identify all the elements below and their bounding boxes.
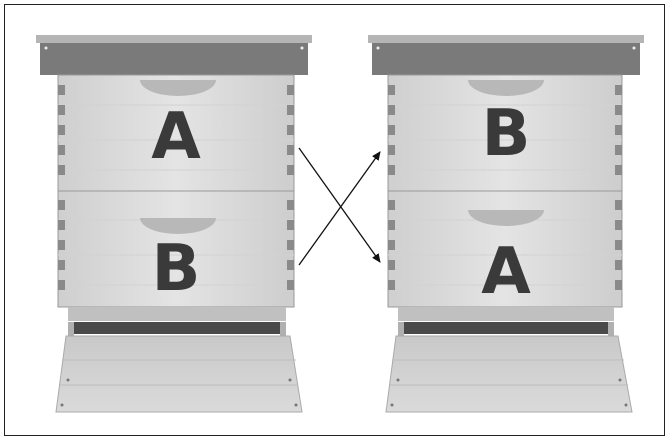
hive-left: A B bbox=[36, 35, 312, 412]
bottom-board bbox=[56, 307, 302, 412]
outer-cover-metal bbox=[36, 35, 312, 43]
hive-entrance bbox=[404, 322, 608, 334]
box-label-right-bottom: A bbox=[481, 235, 531, 309]
box-label-right-top: B bbox=[482, 97, 531, 171]
landing-board bbox=[56, 336, 302, 412]
hive-box-bottom: B bbox=[58, 191, 294, 307]
hive-right: B A bbox=[368, 35, 644, 412]
hive-box-top: B bbox=[388, 75, 622, 191]
swap-arrow-down bbox=[299, 148, 380, 262]
outer-cover bbox=[40, 43, 308, 75]
swap-arrow-up bbox=[299, 152, 380, 265]
landing-board bbox=[386, 336, 632, 412]
hive-box-top: A bbox=[58, 75, 294, 191]
bottom-board bbox=[386, 307, 632, 412]
outer-cover-metal bbox=[368, 35, 644, 43]
box-label-left-top: A bbox=[151, 100, 201, 174]
box-label-left-bottom: B bbox=[152, 232, 201, 306]
outer-cover bbox=[372, 43, 640, 75]
hive-box-bottom: A bbox=[388, 191, 622, 309]
hive-entrance bbox=[74, 322, 280, 334]
